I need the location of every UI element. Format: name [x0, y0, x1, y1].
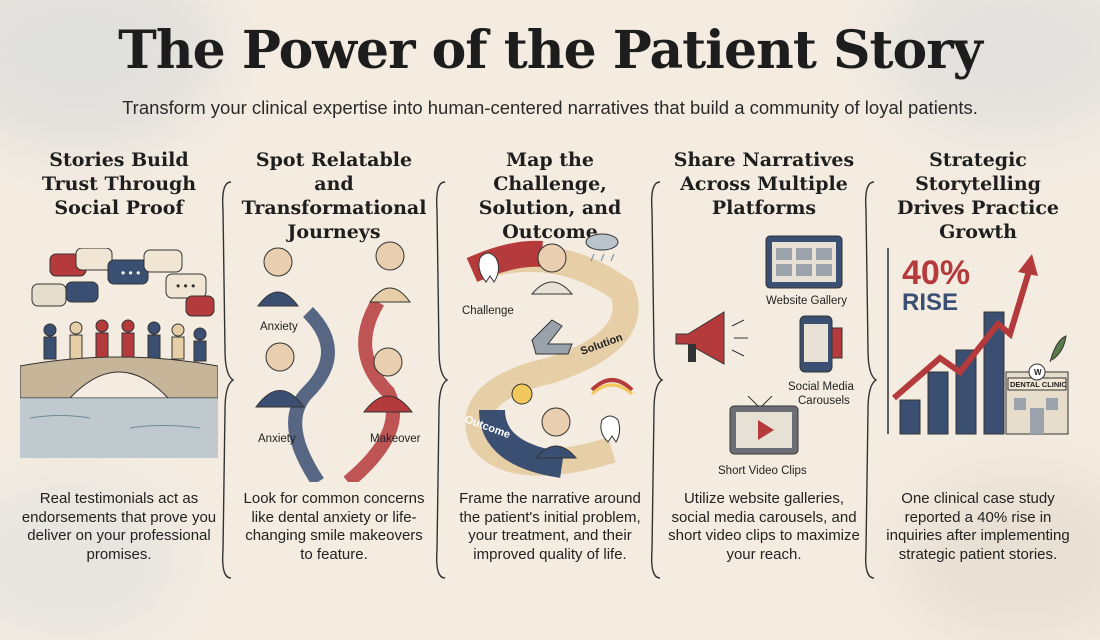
dental-clinic-label: DENTAL CLINIC	[1010, 380, 1067, 389]
page-title: The Power of the Patient Story	[118, 20, 983, 81]
column-title: Stories Build Trust Through Social Proof	[41, 149, 197, 219]
growth-arrow-icon	[892, 267, 1033, 401]
column-title: Map the Challenge, Solution, and Outcome	[478, 149, 622, 243]
carousels-label: Carousels	[798, 395, 850, 407]
column-divider	[221, 181, 235, 579]
dental-chair-icon	[531, 319, 573, 355]
journeys-illustration: Anxiety Anxiety Makeover	[238, 232, 430, 482]
website-gallery-label: Website Gallery	[766, 295, 847, 307]
column-challenge-solution-outcome: Map the Challenge, Solution, and Outcome…	[452, 148, 648, 588]
clinic-building-icon	[1005, 335, 1069, 435]
trust-bridge-illustration: • • • • • •	[20, 248, 218, 483]
platforms-illustration: Website Gallery Social Media Carousels S…	[668, 232, 860, 484]
clinic-logo-letter: W	[1034, 368, 1042, 377]
narrative-path-illustration: Challenge Solution Outcome	[452, 230, 648, 484]
speech-bubble-icon: • • • • • •	[31, 248, 215, 317]
makeover-label: Makeover	[370, 433, 421, 445]
rain-cloud-icon	[585, 233, 619, 262]
column-title: Strategic Storytelling Drives Practice G…	[897, 149, 1059, 243]
rainbow-icon	[590, 378, 634, 392]
watercolor-wash	[900, 470, 1100, 640]
tablet-gallery-icon	[765, 235, 843, 289]
anxiety-label: Anxiety	[258, 433, 296, 445]
rise-label: RISE	[902, 289, 958, 316]
column-body: Real testimonials act as endorsements th…	[21, 490, 217, 563]
people-group	[43, 319, 207, 362]
challenge-label: Challenge	[462, 305, 514, 317]
anxiety-label: Anxiety	[260, 321, 298, 333]
column-title: Share Narratives Across Multiple Platfor…	[673, 149, 855, 219]
column-divider	[864, 181, 878, 579]
column-platforms: Share Narratives Across Multiple Platfor…	[668, 148, 860, 588]
social-media-label: Social Media	[788, 381, 854, 393]
tv-play-icon	[729, 395, 799, 455]
svg-text:• • •: • • •	[121, 266, 140, 280]
short-video-clips-label: Short Video Clips	[718, 465, 807, 477]
megaphone-icon	[675, 311, 748, 365]
column-body: One clinical case study reported a 40% r…	[886, 490, 1070, 563]
stone-bridge	[20, 356, 218, 458]
svg-text:• • •: • • •	[176, 279, 195, 293]
watercolor-wash	[0, 480, 180, 640]
column-growth: Strategic Storytelling Drives Practice G…	[880, 148, 1076, 588]
column-social-proof: Stories Build Trust Through Social Proof…	[20, 148, 218, 588]
column-title: Spot Relatable and Transformational Jour…	[241, 149, 427, 243]
column-body: Frame the narrative around the patient's…	[459, 490, 641, 563]
column-body: Utilize website galleries, social media …	[668, 490, 860, 563]
phone-carousel-icon	[799, 315, 843, 373]
growth-chart-illustration: 40% RISE DENTAL CLINIC W	[880, 248, 1076, 484]
percent-label: 40%	[902, 254, 970, 292]
column-divider	[435, 181, 449, 579]
tooth-icon	[478, 252, 500, 283]
sun-icon	[511, 383, 533, 405]
column-journeys: Spot Relatable and Transformational Jour…	[238, 148, 430, 588]
page-subtitle: Transform your clinical expertise into h…	[122, 97, 978, 118]
column-body: Look for common concerns like dental anx…	[243, 490, 425, 563]
column-divider	[650, 181, 664, 579]
